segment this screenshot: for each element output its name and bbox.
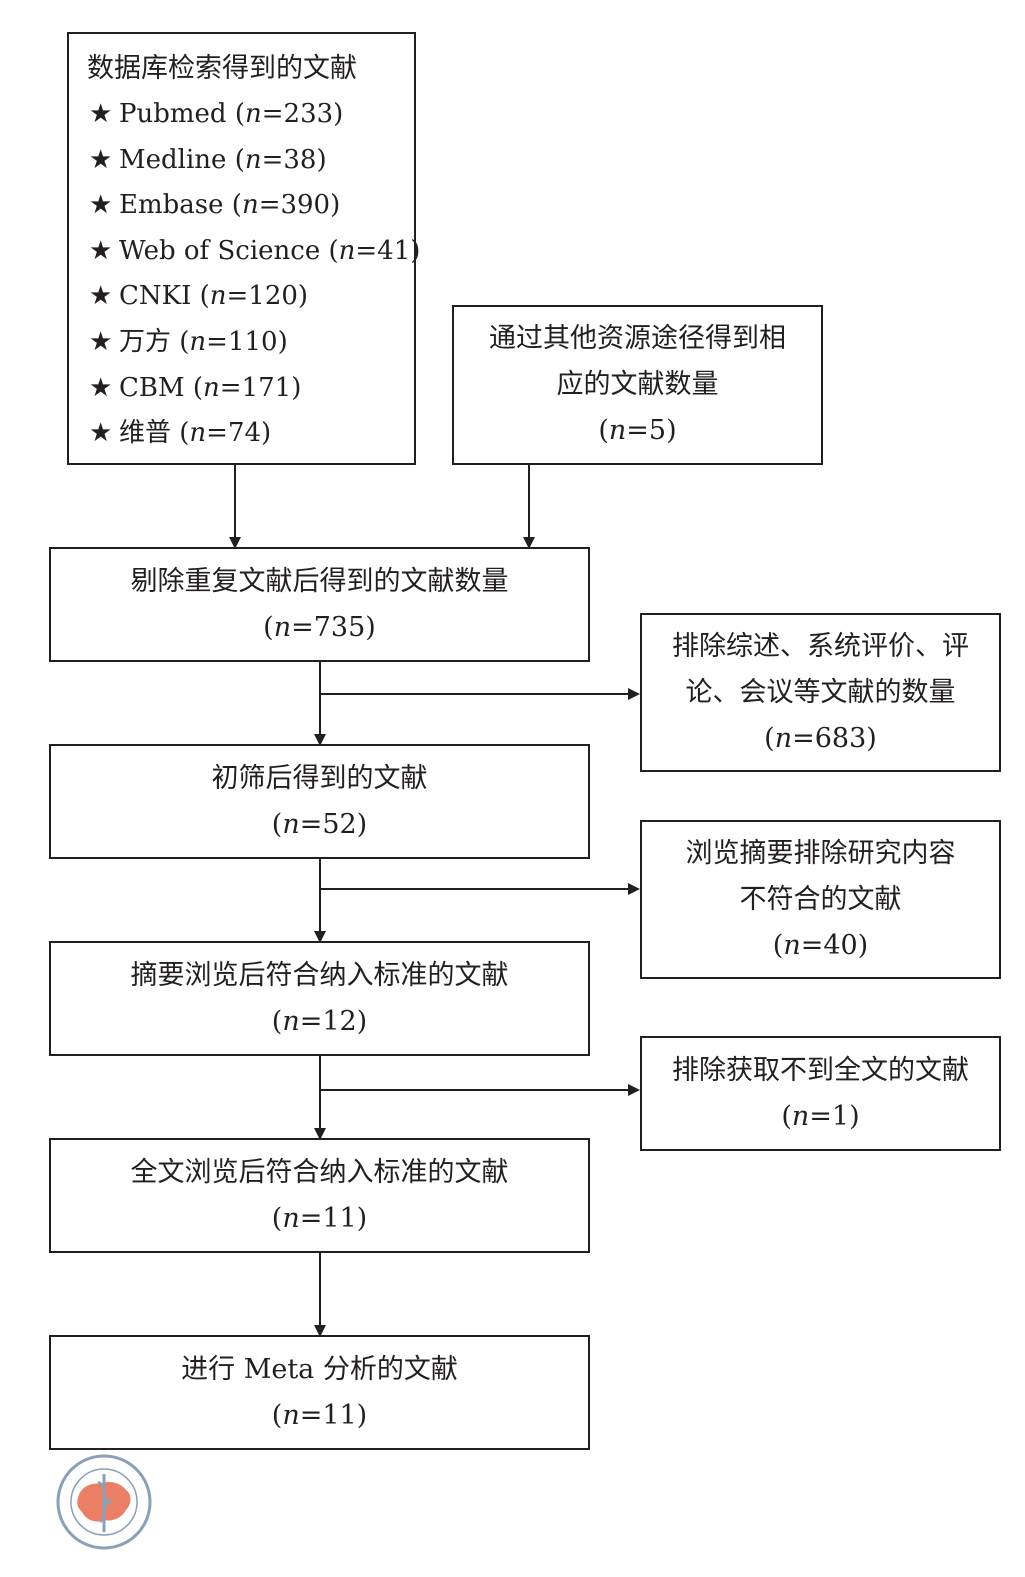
databases-title: 数据库检索得到的文献: [87, 53, 357, 84]
database-item: ★CNKI (n=120): [89, 274, 414, 320]
n-symbol: n: [791, 1100, 810, 1132]
fulltext-included-label: 全文浏览后符合纳入标准的文献: [130, 1156, 509, 1188]
n-symbol: n: [189, 326, 207, 357]
database-item: ★Medline (n=38): [89, 138, 414, 184]
exclude-fulltext-box: 排除获取不到全文的文献 (n=1): [640, 1036, 1001, 1151]
n-symbol: n: [203, 372, 220, 403]
n-symbol: n: [282, 808, 300, 840]
n-symbol: n: [774, 722, 793, 754]
databases-box: 数据库检索得到的文献 ★Pubmed (n=233)★Medline (n=38…: [67, 32, 420, 465]
database-name: Medline: [119, 144, 235, 175]
n-symbol: n: [273, 611, 292, 643]
other-sources-count: (n=5): [598, 415, 677, 446]
exclude-reviews-box: 排除综述、系统评价、评 论、会议等文献的数量 (n=683): [640, 613, 1001, 772]
star-icon: ★: [89, 235, 113, 266]
database-count: (n=233): [234, 99, 344, 129]
abstract-included-box: 摘要浏览后符合纳入标准的文献 (n=12): [49, 941, 590, 1056]
initial-screen-box: 初筛后得到的文献 (n=52): [49, 744, 590, 859]
fulltext-included-box: 全文浏览后符合纳入标准的文献 (n=11): [49, 1138, 590, 1253]
exclude-abstract-line2: 不符合的文献: [739, 883, 902, 915]
exclude-reviews-line2: 论、会议等文献的数量: [685, 676, 956, 708]
n-symbol: n: [608, 415, 627, 446]
database-item: ★Web of Science (n=41): [89, 229, 420, 275]
database-item: ★Pubmed (n=233): [89, 92, 414, 138]
database-name: CBM: [119, 372, 193, 403]
other-sources-box: 通过其他资源途径得到相 应的文献数量 (n=5): [452, 305, 823, 465]
other-sources-line1: 通过其他资源途径得到相: [489, 323, 786, 354]
n-symbol: n: [189, 418, 207, 449]
database-name: Web of Science: [119, 235, 329, 266]
exclude-fulltext-label: 排除获取不到全文的文献: [672, 1054, 969, 1086]
star-icon: ★: [89, 144, 113, 175]
n-symbol: n: [783, 929, 801, 961]
dedup-count: (n=735): [263, 611, 376, 643]
database-item: ★维普 (n=74): [89, 411, 414, 457]
n-symbol: n: [241, 190, 259, 221]
n-symbol: n: [245, 99, 262, 129]
abstract-included-count: (n=12): [271, 1005, 368, 1037]
star-icon: ★: [89, 281, 113, 312]
exclude-fulltext-count: (n=1): [781, 1100, 860, 1132]
exclude-abstract-box: 浏览摘要排除研究内容 不符合的文献 (n=40): [640, 820, 1001, 979]
dedup-box: 剔除重复文献后得到的文献数量 (n=735): [49, 547, 590, 662]
n-symbol: n: [282, 1399, 300, 1431]
database-item: ★万方 (n=110): [89, 320, 414, 366]
database-count: (n=120): [199, 281, 309, 312]
database-count: (n=38): [234, 144, 327, 175]
n-symbol: n: [244, 144, 262, 175]
database-item: ★CBM (n=171): [89, 366, 414, 412]
star-icon: ★: [89, 418, 113, 449]
exclude-abstract-count: (n=40): [772, 929, 869, 961]
database-count: (n=390): [231, 190, 341, 221]
database-name: CNKI: [119, 281, 200, 312]
databases-list: ★Pubmed (n=233)★Medline (n=38)★Embase (n…: [69, 92, 420, 457]
abstract-included-label: 摘要浏览后符合纳入标准的文献: [130, 959, 509, 991]
star-icon: ★: [89, 372, 113, 403]
database-count: (n=74): [179, 418, 272, 449]
database-count: (n=171): [192, 372, 302, 403]
database-count: (n=41): [328, 235, 421, 266]
database-count: (n=110): [179, 326, 288, 357]
dedup-label: 剔除重复文献后得到的文献数量: [130, 565, 509, 597]
star-icon: ★: [89, 190, 113, 221]
initial-screen-label: 初筛后得到的文献: [211, 762, 428, 794]
database-name: Embase: [119, 190, 232, 221]
n-symbol: n: [282, 1005, 300, 1037]
initial-screen-count: (n=52): [271, 808, 368, 840]
meta-analysis-label: 进行 Meta 分析的文献: [181, 1353, 458, 1385]
database-name: 万方: [119, 326, 180, 357]
star-icon: ★: [89, 99, 113, 129]
n-symbol: n: [338, 235, 356, 266]
exclude-abstract-line1: 浏览摘要排除研究内容: [685, 837, 956, 869]
database-name: Pubmed: [119, 99, 235, 129]
n-symbol: n: [282, 1202, 300, 1234]
fulltext-included-count: (n=11): [271, 1202, 368, 1234]
chinese-medical-association-seal-icon: [56, 1454, 152, 1550]
other-sources-line2: 应的文献数量: [556, 369, 719, 400]
meta-analysis-count: (n=11): [271, 1399, 368, 1431]
star-icon: ★: [89, 326, 113, 357]
n-symbol: n: [209, 281, 227, 312]
exclude-reviews-line1: 排除综述、系统评价、评: [672, 630, 969, 662]
exclude-reviews-count: (n=683): [764, 722, 877, 754]
database-item: ★Embase (n=390): [89, 183, 414, 229]
database-name: 维普: [119, 418, 180, 449]
meta-analysis-box: 进行 Meta 分析的文献 (n=11): [49, 1335, 590, 1450]
